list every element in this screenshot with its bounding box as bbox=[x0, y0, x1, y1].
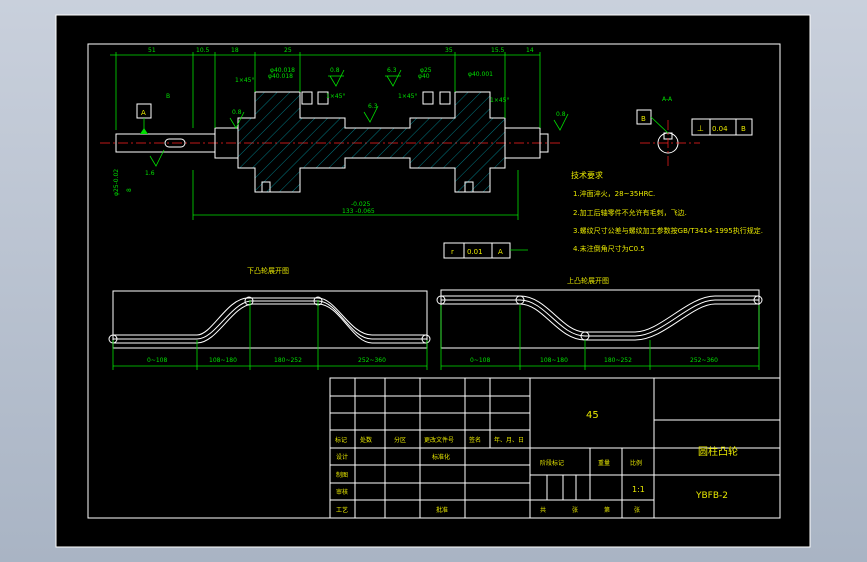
dim-small-2: φ40.018 bbox=[268, 73, 293, 80]
lower-range-3: 180~252 bbox=[274, 357, 302, 364]
dim-top-2: 10.5 bbox=[196, 47, 210, 54]
lbl-weight: 重量 bbox=[598, 459, 610, 467]
datum-a-label: A bbox=[141, 109, 146, 117]
lower-cam-development: 下凸轮展开图 0~108 108~180 180~252 252~360 bbox=[108, 266, 431, 370]
lbl-check: 审核 bbox=[336, 488, 348, 496]
upper-range-3: 180~252 bbox=[604, 357, 632, 364]
tech-req-3: 3.螺纹尺寸公差与螺纹加工参数按GB/T3414-1995执行规定. bbox=[573, 226, 763, 235]
tech-req-2: 2.加工后轴零件不允许有毛刺，飞边. bbox=[573, 208, 687, 217]
scale-value-text: 1:1 bbox=[632, 485, 645, 494]
top-dimensions: 51 10.5 18 25 35 15.5 14 φ40.018 φ40.018… bbox=[110, 47, 541, 130]
dim-small-5: φ40.001 bbox=[468, 71, 493, 78]
tol-axis-symbol: r bbox=[451, 248, 454, 256]
tech-req-title: 技术要求 bbox=[571, 170, 603, 180]
dim-top-5: 35 bbox=[445, 47, 453, 54]
upper-range-2: 108~180 bbox=[540, 357, 568, 364]
hdr-date: 年、月、日 bbox=[494, 436, 524, 444]
lbl-design: 设计 bbox=[336, 453, 348, 461]
tol-section-value: 0.04 bbox=[712, 125, 728, 133]
upper-cam-title: 上凸轮展开图 bbox=[567, 276, 609, 285]
hdr-count: 处数 bbox=[360, 436, 372, 444]
lower-range-2: 108~180 bbox=[209, 357, 237, 364]
title-block: 45 圆柱凸轮 YBFB-2 1:1 标记 处数 分区 更改文件号 签名 年、月… bbox=[329, 377, 781, 519]
hdr-zone: 分区 bbox=[394, 436, 406, 444]
datum-b-view-label: B bbox=[641, 115, 646, 123]
hdr-sign: 签名 bbox=[469, 436, 481, 444]
dim-small-1: φ40.018 bbox=[270, 67, 295, 74]
datum-a-marker: A B φ25-0.02 8 bbox=[113, 93, 170, 196]
dim-top-1: 51 bbox=[148, 47, 156, 54]
tol-axis-datum: A bbox=[498, 248, 503, 256]
hdr-marks: 标记 bbox=[335, 436, 347, 444]
chamfer-2: 1×45° bbox=[326, 93, 345, 100]
tech-req-1: 1.淬面淬火，28~35HRC. bbox=[573, 189, 655, 198]
dim-top-6: 15.5 bbox=[491, 47, 505, 54]
dim-small-4: φ40 bbox=[418, 73, 430, 80]
lbl-total: 共 bbox=[540, 506, 546, 514]
upper-range-1: 0~108 bbox=[470, 357, 490, 364]
datum-b-shaft: B bbox=[166, 93, 170, 100]
lbl-stage: 阶段标记 bbox=[540, 459, 564, 467]
roughness-3: 6.3 bbox=[368, 103, 378, 110]
length-tolerance-1: -0.025 bbox=[351, 201, 371, 208]
drawing-number-text: YBFB-2 bbox=[695, 491, 728, 501]
upper-cam-development: 上凸轮展开图 0~108 108~180 180~252 252~360 bbox=[436, 276, 763, 370]
upper-range-4: 252~360 bbox=[690, 357, 718, 364]
tol-axis-value: 0.01 bbox=[467, 248, 483, 256]
technical-requirements: 技术要求 1.淬面淬火，28~35HRC. 2.加工后轴零件不允许有毛刺，飞边.… bbox=[571, 170, 763, 253]
dim-top-3: 18 bbox=[231, 47, 239, 54]
lbl-sheet-no: 第 bbox=[604, 506, 610, 514]
chamfer-1: 1×45° bbox=[235, 77, 254, 84]
chamfer-3: 1×45° bbox=[398, 93, 417, 100]
tol-section-symbol: ⊥ bbox=[697, 124, 704, 133]
lbl-approve: 批准 bbox=[436, 506, 448, 514]
dim-top-7: 14 bbox=[526, 47, 534, 54]
lower-range-4: 252~360 bbox=[358, 357, 386, 364]
lbl-sheet2: 张 bbox=[634, 506, 640, 514]
surface-annotations: 1×45° 1×45° 1×45° 1×45° 0.8 6.3 6.3 0.8 … bbox=[145, 67, 569, 177]
roughness-5: 1.6 bbox=[145, 170, 155, 177]
length-dimension: -0.025 133 -0.065 bbox=[192, 170, 519, 220]
section-label: A-A bbox=[662, 96, 673, 103]
lbl-std: 标准化 bbox=[432, 453, 450, 461]
part-name-text: 圆柱凸轮 bbox=[698, 445, 738, 458]
tol-section-datum: B bbox=[741, 125, 746, 133]
dim-small-3: φ25 bbox=[420, 67, 432, 74]
lbl-drawn: 制图 bbox=[336, 471, 348, 479]
roughness-6: 0.8 bbox=[556, 111, 566, 118]
dim-left-vert-1: φ25-0.02 bbox=[113, 169, 120, 196]
hdr-docno: 更改文件号 bbox=[424, 436, 454, 444]
lbl-craft: 工艺 bbox=[336, 506, 348, 514]
section-view-a-a: A-A B ⊥ 0.04 B bbox=[636, 96, 753, 166]
lower-cam-title: 下凸轮展开图 bbox=[247, 266, 289, 275]
dim-top-4: 25 bbox=[284, 47, 292, 54]
lbl-scale: 比例 bbox=[630, 459, 642, 467]
material-text: 45 bbox=[586, 410, 599, 421]
roughness-2: 6.3 bbox=[387, 67, 397, 74]
lbl-sheet: 张 bbox=[572, 506, 578, 514]
roughness-4: 0.8 bbox=[232, 109, 242, 116]
dim-left-vert-2: 8 bbox=[126, 188, 133, 192]
tolerance-frame-axis: r 0.01 A bbox=[443, 242, 528, 259]
length-tolerance-2: 133 -0.065 bbox=[342, 208, 375, 215]
chamfer-4: 1×45° bbox=[490, 97, 509, 104]
roughness-1: 0.8 bbox=[330, 67, 340, 74]
lower-range-1: 0~108 bbox=[147, 357, 167, 364]
tech-req-4: 4.未注倒角尺寸为C0.5 bbox=[573, 244, 645, 253]
